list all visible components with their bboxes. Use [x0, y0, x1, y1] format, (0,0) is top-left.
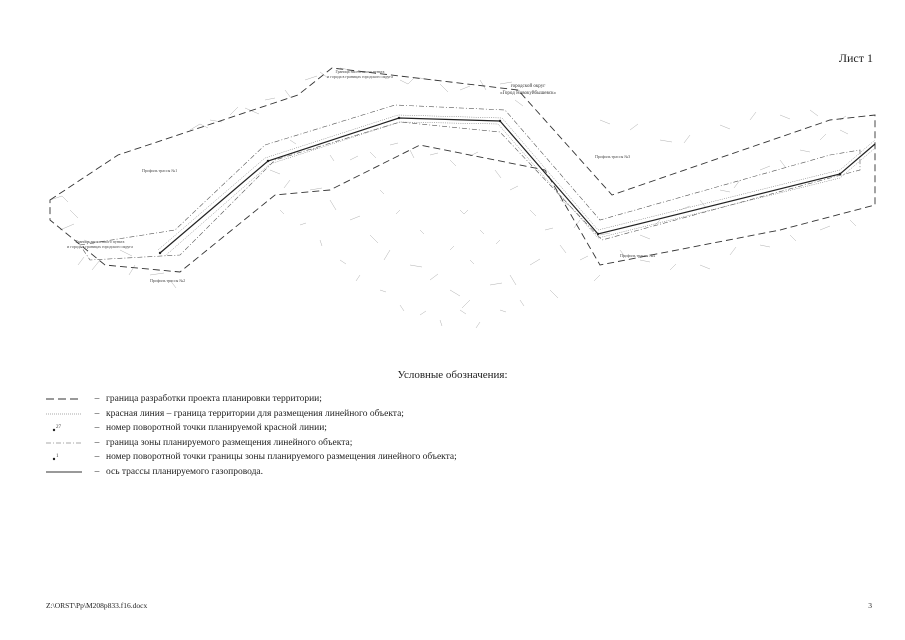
red-line-2 [164, 121, 876, 257]
zone-point-icon: 1 [52, 454, 59, 461]
legend-separator: – [94, 423, 100, 434]
point-label: 27 [56, 425, 62, 430]
left-boundary-label-line2: и города в границах городского округа [67, 244, 133, 249]
legend-title: Условные обозначения: [397, 369, 508, 381]
red-line-point-icon: 27 [52, 425, 62, 432]
top-boundary-label-line2: и города в границах городского округа [327, 74, 393, 79]
legend-text: граница зоны планируемого размещения лин… [106, 437, 353, 448]
legend-item: – граница разработки проекта планировки … [46, 392, 746, 407]
profile-label-3: Профиль трассы №3 [595, 154, 630, 159]
solid-line-icon [46, 471, 82, 473]
legend-separator: – [94, 437, 100, 448]
thin-dotted-line-icon [46, 413, 82, 415]
legend-item: 1 – номер поворотной точки границы зоны … [46, 450, 746, 465]
sheet-label: Лист 1 [838, 51, 873, 65]
legend-separator: – [94, 466, 100, 477]
dash-dot-line-icon [46, 442, 82, 444]
zone-boundary [79, 104, 861, 261]
legend-item: 27 – номер поворотной точки планируемой … [46, 421, 746, 436]
legend-separator: – [94, 408, 100, 419]
legend: – граница разработки проекта планировки … [46, 392, 746, 479]
legend-text: номер поворотной точки планируемой красн… [106, 423, 327, 434]
legend-text: граница разработки проекта планировки те… [106, 394, 322, 405]
turning-point [158, 251, 162, 255]
profile-label-2: Профиль трассы №2 [150, 278, 185, 283]
turning-point [397, 116, 401, 120]
pipeline-axis [159, 117, 876, 254]
turning-points [158, 116, 842, 255]
legend-separator: – [94, 394, 100, 405]
turning-point [838, 172, 842, 176]
map-background-detail [49, 67, 857, 329]
district-label-line1: городской округ [511, 84, 546, 89]
page-number: 3 [868, 601, 872, 610]
turning-point [266, 159, 270, 163]
profile-label-4: Профиль трассы №4 [620, 253, 655, 258]
red-line [157, 114, 876, 251]
legend-text: номер поворотной точки границы зоны план… [106, 452, 457, 463]
file-path: Z:\ORST\Pp\M208p833.f16.docx [46, 601, 148, 610]
turning-point [498, 119, 502, 123]
planning-boundary [49, 67, 876, 273]
planning-map: городской округ «Город Новокуйбышевск» Г… [49, 67, 876, 329]
legend-item: – ось трассы планируемого газопровода. [46, 465, 746, 480]
legend-text: красная линия – граница территории для р… [106, 408, 404, 419]
legend-separator: – [94, 452, 100, 463]
profile-label-1: Профиль трассы №1 [142, 168, 177, 173]
legend-text: ось трассы планируемого газопровода. [106, 466, 264, 477]
long-dash-line-icon [46, 398, 82, 400]
left-boundary-label-line1: Граница населенного пункта [76, 239, 125, 244]
point-label: 1 [56, 454, 59, 459]
top-boundary-label-line1: Граница населенного пункта [336, 69, 385, 74]
turning-point [596, 232, 600, 236]
district-label-line2: «Город Новокуйбышевск» [500, 91, 557, 96]
legend-item: – красная линия – граница территории для… [46, 407, 746, 422]
legend-item: – граница зоны планируемого размещения л… [46, 436, 746, 451]
